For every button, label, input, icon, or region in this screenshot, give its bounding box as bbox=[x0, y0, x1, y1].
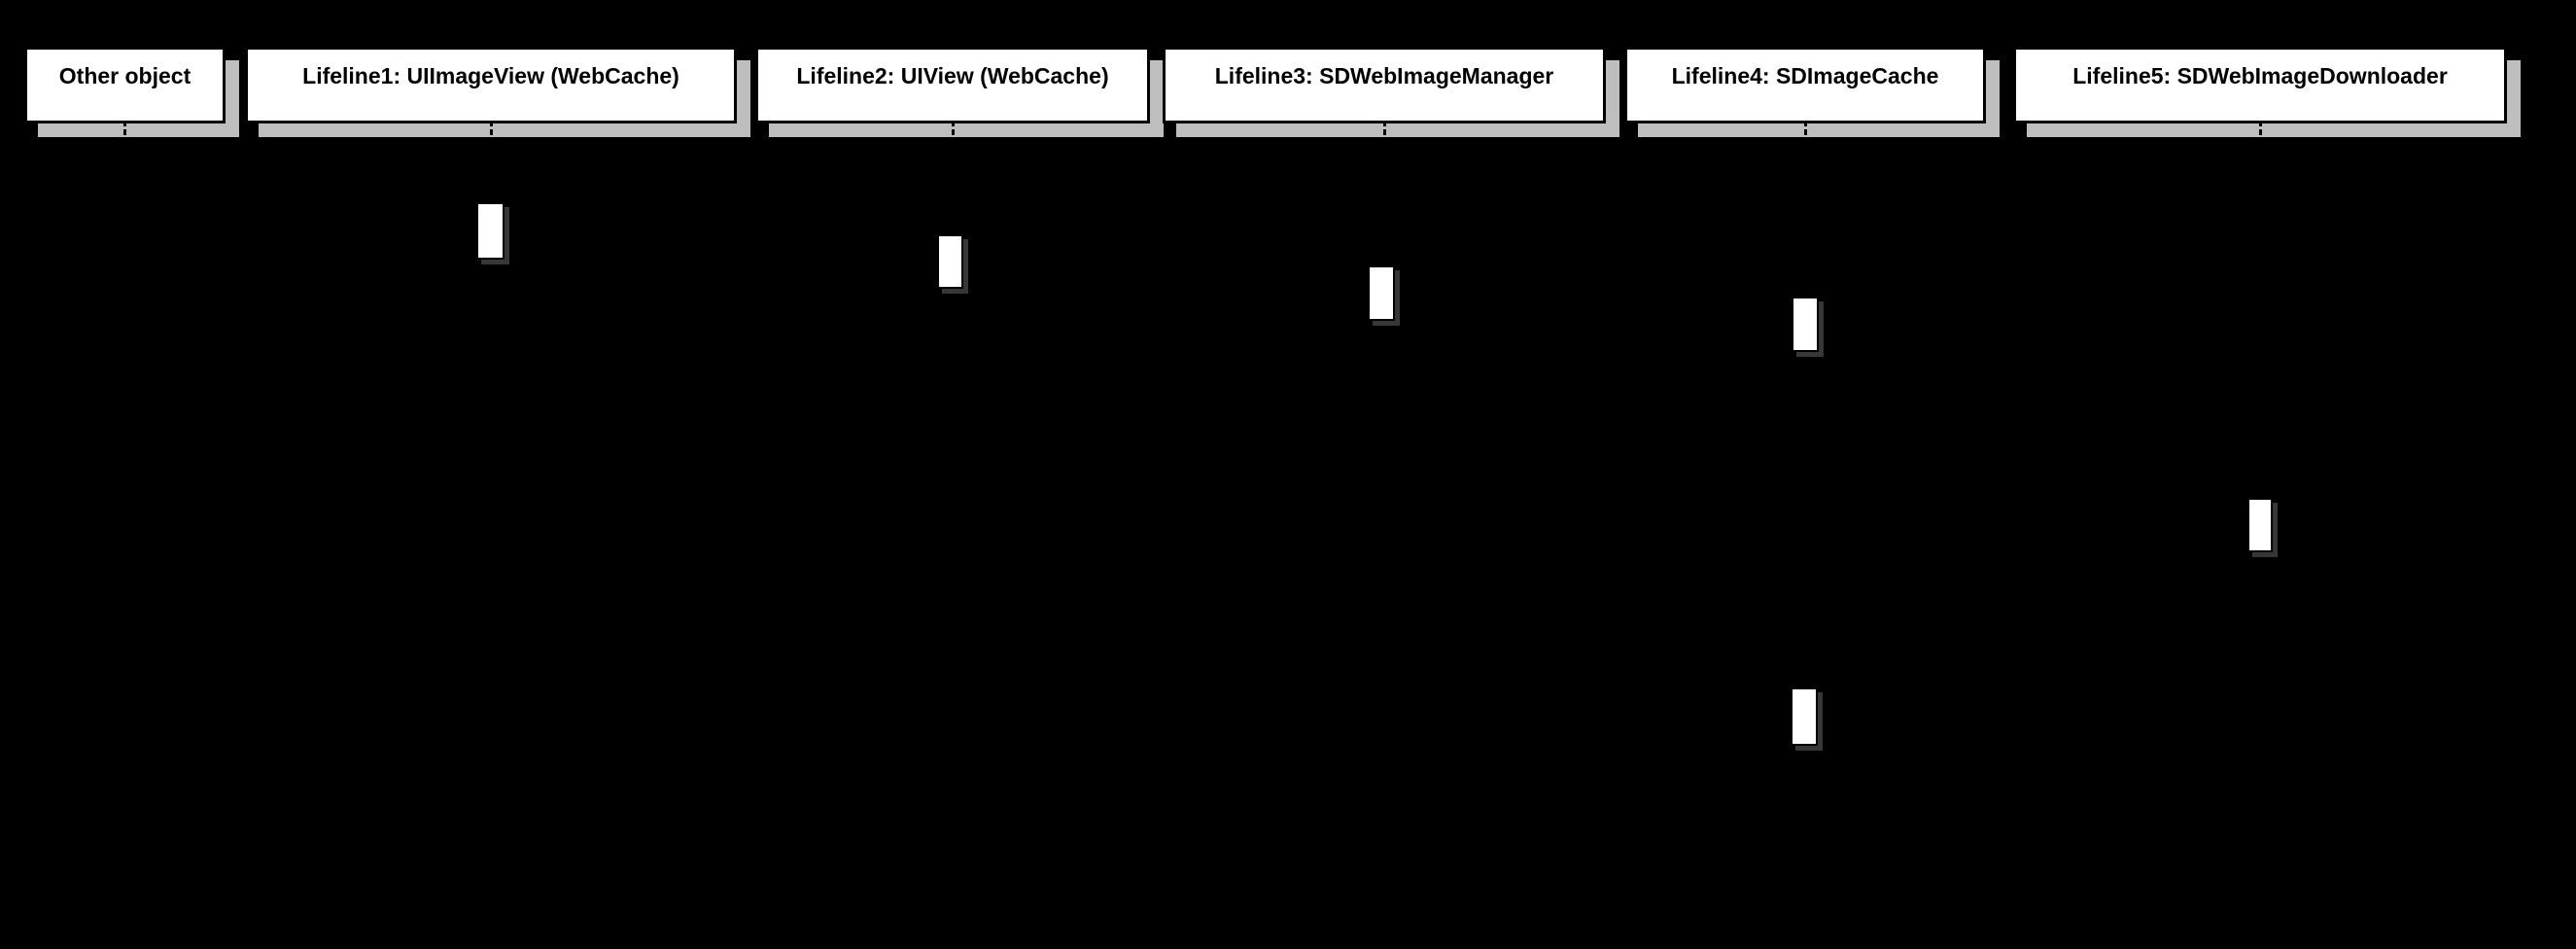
lifeline-head-lifeline2: Lifeline2: UIView (WebCache) bbox=[755, 47, 1150, 123]
lifeline-head-lifeline5: Lifeline5: SDWebImageDownloader bbox=[2013, 47, 2507, 123]
lifeline-head-label: Lifeline1: UIImageView (WebCache) bbox=[302, 63, 679, 88]
lifeline-dashed-line-lifeline2 bbox=[952, 121, 955, 919]
lifeline-dashed-line-other bbox=[123, 121, 126, 919]
activation-bar-lifeline3 bbox=[1368, 265, 1395, 321]
lifeline-dashed-line-lifeline1 bbox=[490, 121, 493, 919]
activation-bar-lifeline2 bbox=[937, 234, 963, 289]
lifeline-dashed-line-lifeline4 bbox=[1804, 121, 1807, 919]
lifeline-head-label: Lifeline2: UIView (WebCache) bbox=[796, 63, 1109, 88]
activation-bar-lifeline1 bbox=[476, 202, 505, 260]
lifeline-dashed-line-lifeline3 bbox=[1383, 121, 1386, 919]
lifeline-head-label: Other object bbox=[58, 63, 191, 88]
activation-bar-lifeline4 bbox=[1792, 297, 1819, 352]
activation-bar-lifeline5 bbox=[2247, 498, 2273, 552]
lifeline-head-label: Lifeline4: SDImageCache bbox=[1671, 63, 1939, 88]
lifeline-head-lifeline3: Lifeline3: SDWebImageManager bbox=[1163, 47, 1606, 123]
lifeline-head-label: Lifeline3: SDWebImageManager bbox=[1214, 63, 1554, 88]
activation-bar-lifeline4 bbox=[1791, 687, 1818, 746]
lifeline-head-label: Lifeline5: SDWebImageDownloader bbox=[2072, 63, 2448, 88]
lifeline-head-other: Other object bbox=[24, 47, 226, 123]
lifeline-head-lifeline4: Lifeline4: SDImageCache bbox=[1624, 47, 1986, 123]
lifeline-head-lifeline1: Lifeline1: UIImageView (WebCache) bbox=[245, 47, 737, 123]
